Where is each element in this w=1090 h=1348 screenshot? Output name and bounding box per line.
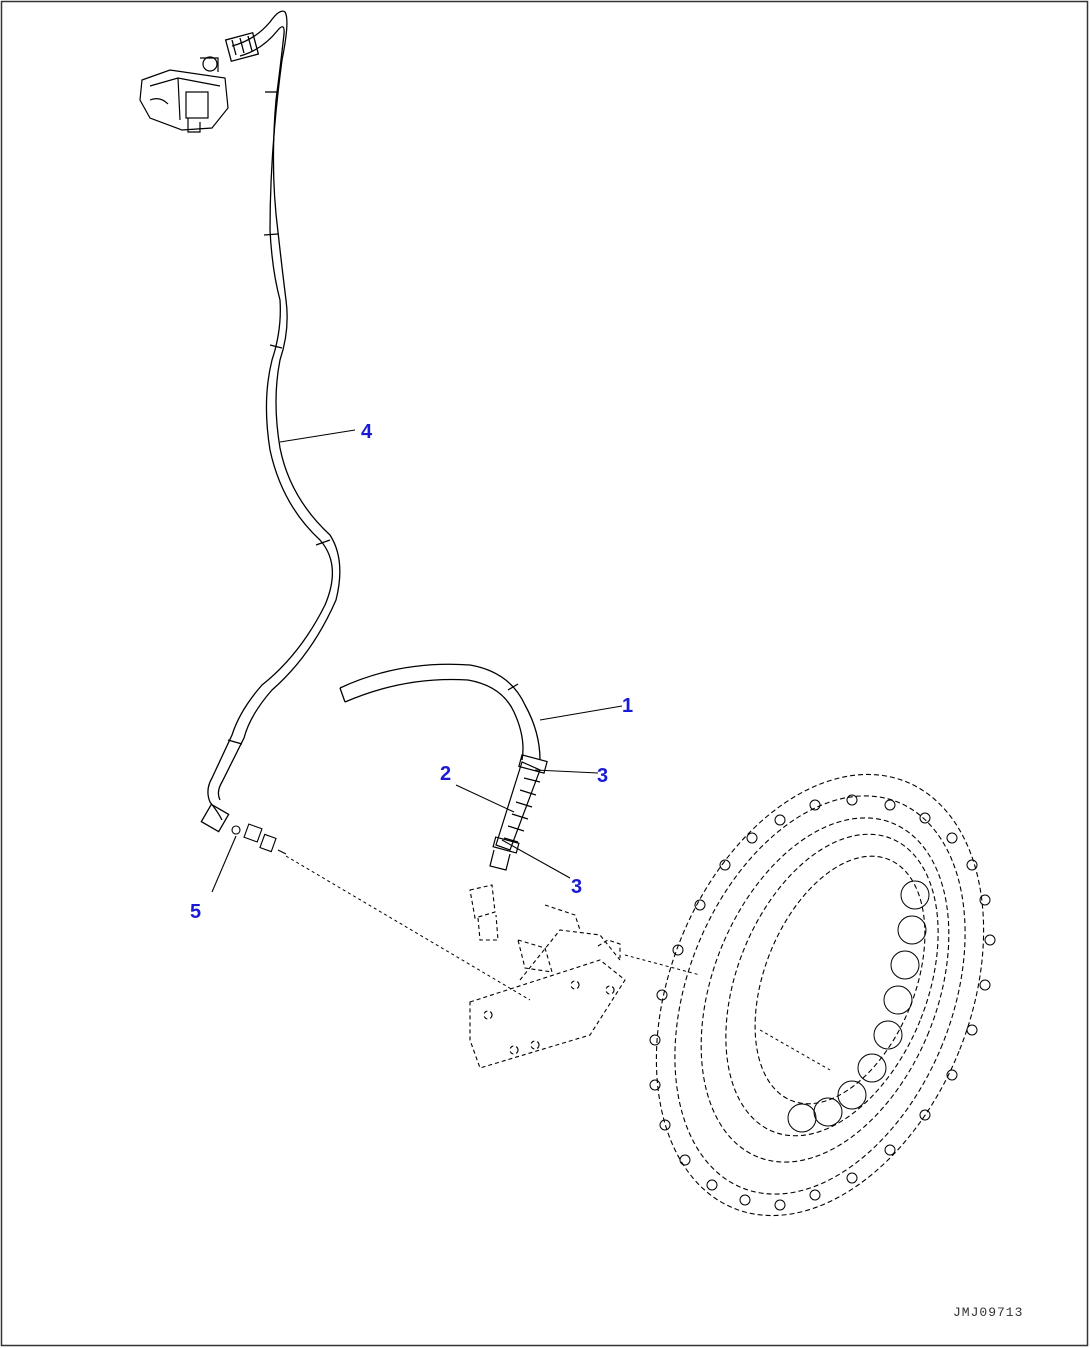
leader-disc-dash (759, 1029, 831, 1071)
fitting-5 (231, 823, 287, 855)
leader-3b (501, 839, 571, 879)
caliper-bracket (469, 884, 626, 1069)
leader-1 (539, 705, 623, 721)
hose-2 (489, 754, 548, 871)
hose-1 (339, 663, 541, 761)
leader-caliper-dash (624, 954, 701, 976)
brake-disc-holes (649, 794, 996, 1211)
drawing-code: JMJ09713 (953, 1305, 1023, 1320)
callout-5: 5 (190, 901, 201, 923)
valve-block (139, 56, 229, 133)
hose-4 (200, 10, 341, 833)
leader-5-dash (285, 855, 531, 1001)
leader-2 (455, 784, 515, 813)
callout-1: 1 (622, 695, 633, 717)
leader-4 (279, 429, 356, 443)
brake-disc (655, 773, 985, 1217)
callout-3-lower: 3 (571, 876, 582, 898)
leader-5 (211, 835, 237, 893)
callout-4: 4 (361, 421, 373, 443)
callout-leaders (211, 429, 623, 893)
callout-2: 2 (440, 763, 451, 785)
callout-3-upper: 3 (597, 765, 608, 787)
leader-3a (534, 769, 599, 774)
